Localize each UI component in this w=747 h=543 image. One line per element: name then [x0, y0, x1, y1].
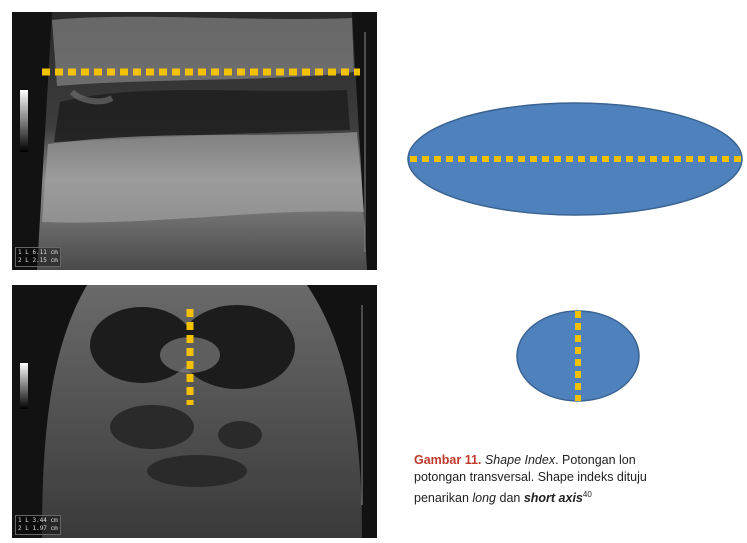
measurement-1: 1 L 6.11 cm [18, 249, 58, 257]
caption-term: Shape Index [485, 453, 555, 467]
caption-line-1: Gambar 11. Shape Index. Potongan lon [414, 452, 747, 469]
caption-text: penarikan [414, 491, 472, 505]
caption-long: long [472, 491, 496, 505]
figure-label: Gambar 11. [414, 453, 481, 467]
caption-line-3: penarikan long dan short axis40 [414, 486, 747, 507]
measurement-1: 1 L 3.44 cm [18, 517, 58, 525]
measurement-2: 2 L 1.97 cm [18, 525, 58, 533]
caption-reference: 40 [583, 490, 592, 499]
caption-line-2: potongan transversal. Shape indeks dituj… [414, 469, 747, 486]
ultrasound-image-transversal: 1 L 3.44 cm 2 L 1.97 cm [12, 285, 377, 538]
caption-text: dan [496, 491, 524, 505]
measurement-2: 2 L 2.15 cm [18, 257, 58, 265]
figure-caption: Gambar 11. Shape Index. Potongan lon pot… [414, 452, 747, 507]
measurement-readout: 1 L 3.44 cm 2 L 1.97 cm [15, 515, 61, 535]
caption-short-axis: short axis [524, 491, 583, 505]
ultrasound-image-longitudinal: 1 L 6.11 cm 2 L 2.15 cm [12, 12, 377, 270]
measurement-readout: 1 L 6.11 cm 2 L 2.15 cm [15, 247, 61, 267]
caption-text: . Potongan lon [555, 453, 636, 467]
